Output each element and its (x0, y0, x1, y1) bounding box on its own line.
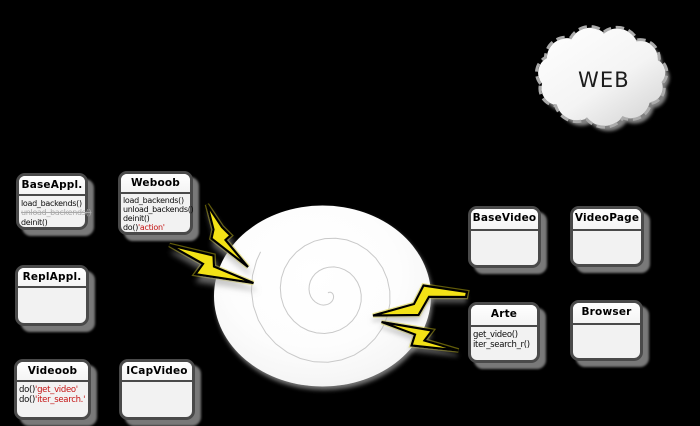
swirl-ball (214, 205, 431, 387)
lightning-bolts (168, 203, 469, 352)
method-prefix: do() (19, 395, 36, 405)
class-title: Weboob (121, 174, 190, 194)
class-box-browser: Browser (570, 300, 643, 361)
class-title: BaseAppl. (19, 176, 85, 196)
class-box-base-appl: BaseAppl. load_backends() unload_backend… (16, 173, 92, 230)
web-cloud: WEB (535, 25, 669, 129)
cloud-shape (538, 27, 666, 126)
method-line: deinit() (21, 217, 48, 227)
method-line: do()'action' (123, 223, 189, 232)
class-title: Browser (573, 303, 640, 325)
lightning-bolt-lower-right-icon (381, 320, 459, 352)
method-line: do()'get_video' (19, 385, 87, 395)
lightning-bolt-upper-left-icon (205, 203, 249, 268)
class-body (573, 231, 641, 234)
method-arg-red: 'action' (138, 223, 165, 233)
method-line: do()'iter_search.' (19, 395, 87, 405)
class-box-base-video: BaseVideo (468, 206, 541, 268)
method-line: load_backends() (21, 199, 82, 208)
class-box-repl-appl: ReplAppl. (15, 265, 89, 326)
class-body: do()'get_video' do()'iter_search.' (17, 382, 88, 405)
class-box-videoob: Videoob do()'get_video' do()'iter_search… (14, 359, 91, 420)
class-title: BaseVideo (471, 209, 538, 231)
class-body (122, 382, 192, 385)
method-arg-red: 'get_video' (35, 385, 78, 395)
class-title: Arte (471, 305, 537, 327)
class-box-video-page: VideoPage (570, 206, 644, 267)
class-box-icap-video: ICapVideo (119, 359, 195, 420)
method-arg-red: 'iter_search.' (35, 395, 86, 405)
left-bolt-pair (168, 203, 254, 285)
method-line: deinit() (123, 214, 150, 224)
method-prefix: do() (123, 223, 139, 233)
class-body: load_backends() unload_backends() deinit… (121, 194, 194, 232)
class-body: load_backends() unload_backends() deinit… (19, 196, 92, 227)
cloud-label: WEB (578, 67, 630, 92)
class-box-arte: Arte get_video() iter_search_r() (468, 302, 540, 363)
class-title: VideoPage (573, 209, 641, 231)
class-body (471, 231, 538, 234)
class-body: get_video() iter_search_r() (471, 327, 537, 350)
lightning-bolt-lower-left-icon (168, 243, 254, 285)
swirl-ball-circle (214, 205, 431, 387)
class-box-weboob: Weboob load_backends() unload_backends()… (118, 171, 194, 235)
class-title: ICapVideo (122, 362, 192, 382)
method-line: get_video() (473, 329, 518, 340)
class-body (18, 288, 86, 291)
method-line: unload_backends() (123, 205, 194, 215)
spiral-icon (250, 237, 391, 363)
lightning-bolt-upper-right-icon (372, 284, 469, 317)
right-bolt-pair (372, 284, 469, 352)
method-prefix: do() (19, 385, 36, 395)
method-line: load_backends() (123, 196, 184, 205)
class-title: Videoob (17, 362, 88, 382)
class-title: ReplAppl. (18, 268, 86, 288)
method-line: iter_search_r() (473, 339, 530, 350)
cloud-outline (535, 25, 669, 129)
class-body (573, 325, 640, 328)
method-line-deprecated: unload_backends() (21, 208, 92, 218)
